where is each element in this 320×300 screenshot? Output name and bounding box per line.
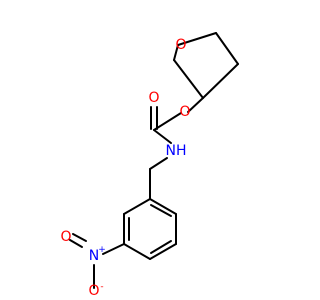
nitro-lower-oxygen-charge: - xyxy=(100,282,103,292)
carbonyl-oxygen-label: O xyxy=(148,90,159,106)
nitro-nitrogen-charge: + xyxy=(98,245,106,255)
bonds xyxy=(69,32,239,289)
bond-nh-ch2 xyxy=(149,157,168,170)
bond-benzene-inner-1 xyxy=(150,204,172,217)
bond-benzene-6 xyxy=(123,198,151,215)
bond-ring-c2-c3 xyxy=(215,32,239,65)
bond-ring-c5-o xyxy=(173,44,179,61)
nitro-nitrogen-label: N xyxy=(89,248,99,264)
amine-nh-label: NH xyxy=(166,143,187,159)
nitro-left-oxygen-label: O xyxy=(60,229,71,245)
bond-ring-o-c2 xyxy=(177,32,217,46)
bond-ring-c4-c5 xyxy=(173,59,204,99)
bond-nitro-double-2 xyxy=(72,233,87,242)
bond-carbonyl-c-nh xyxy=(153,129,172,144)
bond-benzene-inner-2 xyxy=(150,240,172,254)
atom-labels: O O O NH N + O - O xyxy=(60,37,190,299)
ester-oxygen-label: O xyxy=(179,104,190,120)
bond-benzene-3 xyxy=(149,243,177,260)
bond-ester-o-carbonyl-c xyxy=(153,112,182,131)
bond-benzene-1 xyxy=(149,198,177,215)
ring-oxygen-label: O xyxy=(175,37,186,53)
bond-benzene-4 xyxy=(123,243,151,260)
bond-benzene-nitro-n xyxy=(102,243,125,255)
nitro-lower-oxygen-label: O xyxy=(88,283,99,299)
molecule-structure-diagram: O O O NH N + O - O xyxy=(60,32,239,299)
bond-ring-c3-c4 xyxy=(202,63,239,99)
bond-nitro-double-1 xyxy=(69,239,83,248)
bond-c4-ester-o xyxy=(187,97,204,113)
